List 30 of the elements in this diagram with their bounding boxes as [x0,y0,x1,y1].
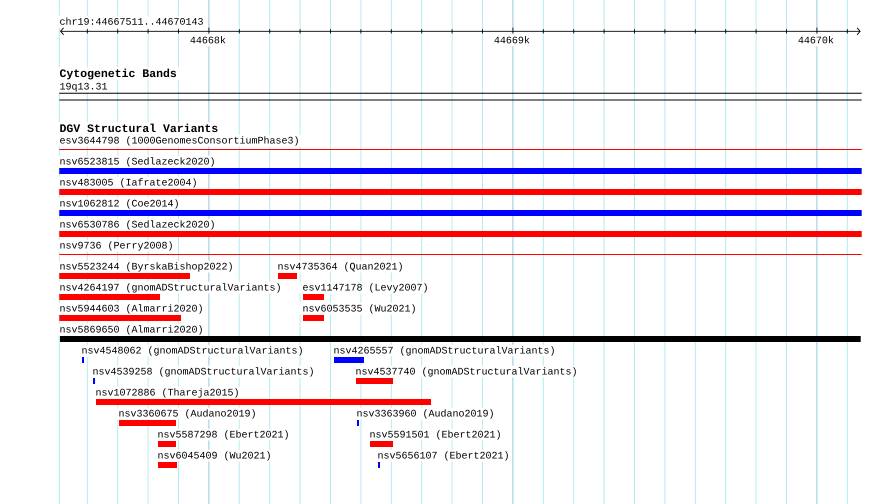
feature-label: nsv483005 (Iafrate2004) [60,178,196,188]
tick-label: 44670k [798,36,834,44]
location-label: chr19:44667511..44670143 [60,17,203,25]
feature-label: nsv5523244 (ByrskaBishop2022) [60,262,232,272]
feature-label: nsv1072886 (Thareja2015) [96,388,238,398]
feature-label: nsv5591501 (Ebert2021) [370,430,500,440]
feature-label: nsv3363960 (Audano2019) [357,409,493,419]
feature-label: nsv9736 (Perry2008) [60,241,172,251]
feature-label: nsv6530786 (Sedlazeck2020) [60,220,214,230]
feature-label: nsv5869650 (Almarri2020) [60,325,202,335]
feature-label: nsv4264197 (gnomADStructuralVariants) [60,283,280,293]
tick-label: 44669k [494,36,530,44]
feature-label: nsv4548062 (gnomADStructuralVariants) [82,346,302,356]
tick-label: 44668k [190,36,226,44]
feature-label: nsv6045409 (Wu2021) [158,451,270,461]
feature-label: nsv3360675 (Audano2019) [119,409,255,419]
track-heading: DGV Structural Variants [60,124,218,132]
feature-label: nsv4539258 (gnomADStructuralVariants) [93,367,313,377]
feature-label: esv1147178 (Levy2007) [303,283,427,293]
feature-label: nsv6523815 (Sedlazeck2020) [60,157,214,167]
feature-label: nsv5944603 (Almarri2020) [60,304,202,314]
feature-label: nsv4537740 (gnomADStructuralVariants) [356,367,576,377]
feature-label: nsv5587298 (Ebert2021) [158,430,288,440]
feature-label: nsv5656107 (Ebert2021) [378,451,508,461]
feature-label: nsv4265557 (gnomADStructuralVariants) [334,346,554,356]
feature-label: esv3644798 (1000GenomesConsortiumPhase3) [60,136,298,146]
feature-label: nsv4735364 (Quan2021) [278,262,402,272]
feature-label: nsv1062812 (Coe2014) [60,199,178,209]
feature-label: nsv6053535 (Wu2021) [303,304,415,314]
feature-label: 19q13.31 [60,82,108,92]
